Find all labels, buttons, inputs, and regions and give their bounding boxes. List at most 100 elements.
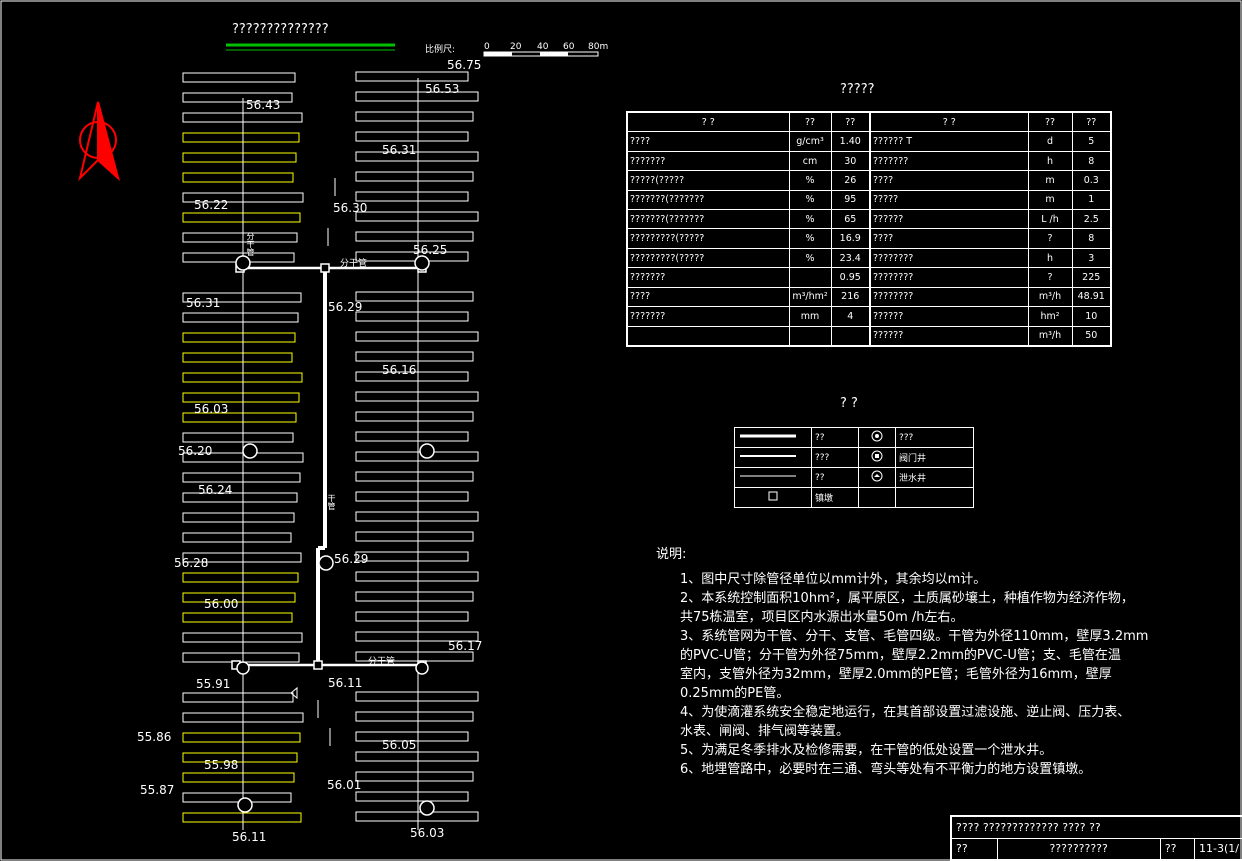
params-cell: % [788, 189, 832, 211]
greenhouse [182, 172, 294, 183]
greenhouse [182, 392, 300, 403]
legend-label: ??? [811, 447, 859, 468]
greenhouse [182, 752, 298, 763]
pipe-label: 分干管 [368, 657, 396, 667]
params-cell: ? [1027, 267, 1073, 288]
greenhouse [355, 451, 479, 462]
greenhouse [355, 231, 474, 242]
params-cell: mm [788, 306, 832, 327]
elevation-label: 55.98 [204, 758, 239, 772]
greenhouse [355, 431, 469, 442]
greenhouse [355, 711, 474, 722]
params-cell: ??????? [626, 150, 790, 172]
note-line: 4、为使滴灌系统安全稳定地运行，在其首部设置过滤设施、逆止阀、压力表、 [680, 705, 1131, 720]
params-cell: ?????? [869, 209, 1029, 230]
elevation-label: 56.31 [382, 143, 417, 157]
legend-label: 泄水井 [895, 467, 974, 488]
params-cell: 48.91 [1071, 286, 1112, 308]
scale-label: 比例尺: [425, 45, 456, 55]
params-cell: m [1027, 189, 1073, 211]
params-cell: % [788, 170, 832, 191]
greenhouse [355, 811, 479, 822]
params-cell: m [1027, 170, 1073, 191]
params-cell: 30 [830, 150, 871, 172]
scale-tick: 20 [510, 42, 522, 52]
elevation-label: 56.17 [448, 639, 483, 653]
elevation-label: 56.29 [328, 300, 363, 314]
greenhouse [182, 512, 295, 523]
params-header-cell: ? ? [869, 111, 1029, 133]
greenhouse [182, 492, 298, 503]
greenhouse [355, 591, 474, 602]
notes-heading: 说明: [656, 547, 687, 562]
elevation-label: 56.24 [198, 483, 233, 497]
params-header-cell: ?? [1027, 111, 1073, 133]
params-cell: m³/hm² [788, 286, 832, 308]
greenhouse [355, 531, 474, 542]
greenhouse [355, 171, 474, 182]
elevation-label: 56.75 [447, 58, 482, 72]
greenhouse [355, 731, 469, 742]
params-cell: ?????? [869, 325, 1029, 347]
greenhouse [355, 471, 474, 482]
params-cell: ??????? [869, 150, 1029, 172]
params-cell: ???? [869, 170, 1029, 191]
greenhouse [355, 131, 469, 142]
elevation-label: 56.25 [413, 243, 448, 257]
params-cell: ????? [869, 189, 1029, 211]
scale-tick: 60 [563, 42, 575, 52]
note-line: 5、为满足冬季排水及检修需要，在干管的低处设置一个泄水井。 [680, 743, 1053, 758]
params-table-row: ?????????(?????%16.9?????8 [626, 228, 1112, 249]
title-block-cell: ?????????? [996, 837, 1161, 861]
params-cell: % [788, 228, 832, 249]
scale-tick: 80m [588, 42, 609, 52]
params-cell: m³/h [1027, 286, 1073, 308]
greenhouse [355, 611, 469, 622]
params-cell: 0.95 [830, 267, 871, 288]
greenhouse [355, 511, 479, 522]
scale-bar [483, 51, 599, 57]
title-block-cell: ?? [1159, 837, 1196, 861]
params-header-cell: ?? [788, 111, 832, 133]
well-symbols [235, 255, 435, 816]
params-cell: 1.40 [830, 131, 871, 152]
params-cell: 16.9 [830, 228, 871, 249]
greenhouse [182, 472, 301, 483]
greenhouse [355, 311, 469, 322]
params-cell: ?????? [869, 306, 1029, 327]
elevation-label: 55.91 [196, 677, 231, 691]
greenhouse [182, 412, 297, 423]
thrust-blocks [231, 263, 427, 670]
params-cell: ??????? [626, 267, 790, 288]
params-cell: 23.4 [830, 247, 871, 269]
elevation-label: 56.22 [194, 198, 229, 212]
greenhouse [355, 631, 479, 642]
elevation-label: 56.11 [328, 676, 363, 690]
greenhouse [355, 291, 474, 302]
elevation-label: 56.03 [410, 826, 445, 840]
sub-main-pipes [238, 266, 422, 667]
params-cell: 2.5 [1071, 209, 1112, 230]
legend-label: ??? [895, 427, 974, 448]
params-header-cell: ? ? [626, 111, 790, 133]
params-cell: 10 [1071, 306, 1112, 327]
note-line: 0.25mm的PE管。 [680, 686, 790, 701]
greenhouse [182, 612, 293, 623]
legend-label: ?? [811, 427, 859, 448]
params-cell: h [1027, 247, 1073, 269]
note-line: 3、系统管网为干管、分干、支管、毛管四级。干管为外径110mm，壁厚3.2mm [680, 629, 1149, 644]
greenhouse [182, 152, 297, 163]
params-cell: 26 [830, 170, 871, 191]
greenhouse [355, 71, 469, 82]
pipe-label: 分干管 [340, 259, 368, 269]
params-cell [626, 325, 790, 347]
gate-markers [290, 178, 336, 746]
greenhouse [355, 571, 479, 582]
